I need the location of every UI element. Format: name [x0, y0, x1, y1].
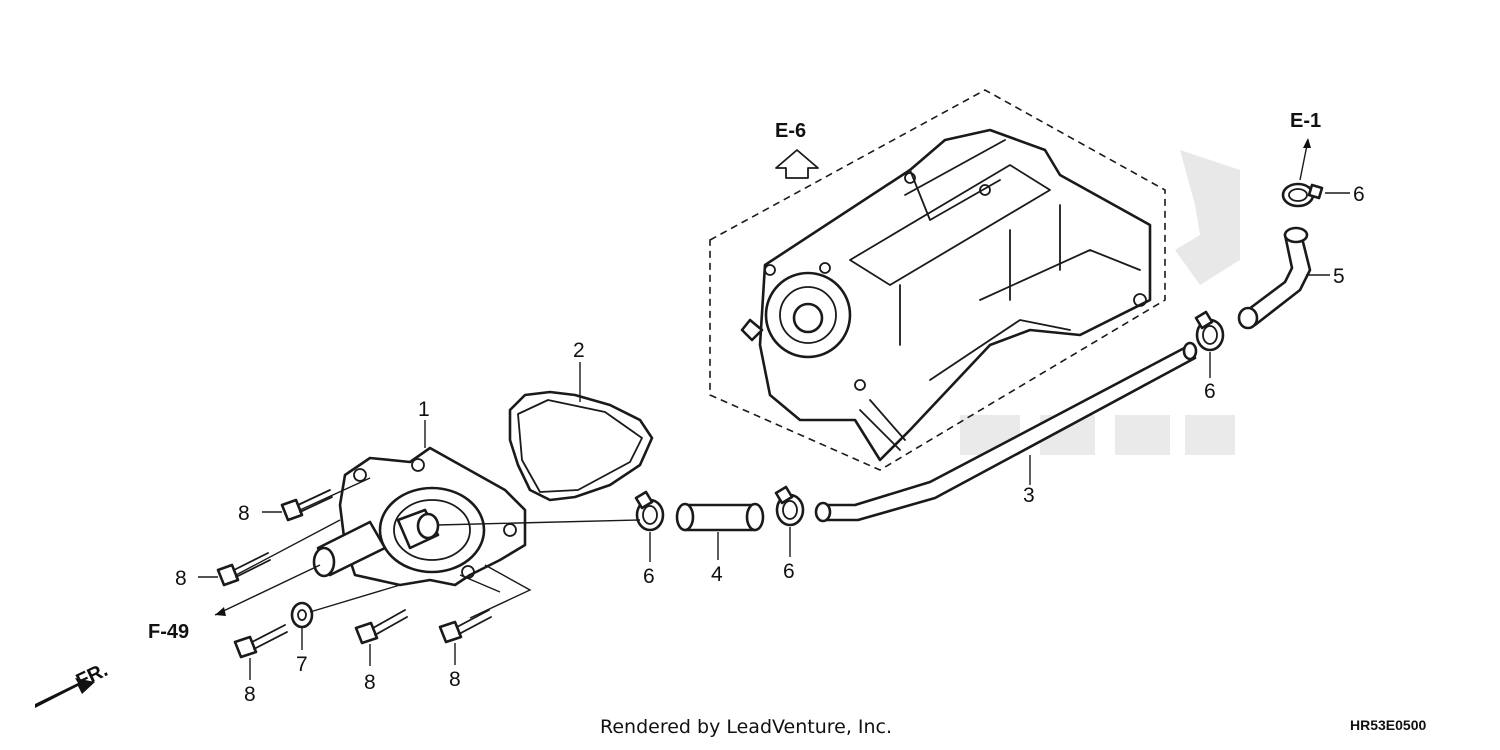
callout-8a: 8 — [238, 502, 250, 525]
callout-2: 2 — [573, 339, 585, 362]
ref-e1-label: E-1 — [1290, 110, 1321, 132]
callout-4: 4 — [711, 563, 723, 586]
callout-5: 5 — [1333, 265, 1345, 288]
bent-hose — [1237, 226, 1312, 330]
callout-6c: 6 — [1204, 380, 1216, 403]
hose-clamp-1 — [634, 490, 665, 532]
arrowhead-icon — [1303, 138, 1311, 148]
water-pump-cover — [312, 446, 527, 587]
front-direction-label: FR. — [73, 659, 111, 693]
engine-crankcase-reference — [709, 89, 1166, 471]
front-direction-arrow-icon — [35, 678, 95, 708]
washer — [290, 601, 314, 629]
callout-6b: 6 — [783, 560, 795, 583]
callout-3: 3 — [1023, 484, 1035, 507]
water-pipe — [814, 341, 1198, 523]
ref-e6-label: E-6 — [775, 120, 806, 142]
brand-watermark — [960, 150, 1240, 455]
water-hose — [675, 502, 765, 532]
credit-text: Rendered by LeadVenture, Inc. — [600, 716, 892, 738]
callout-8e: 8 — [449, 668, 461, 691]
flange-bolt-4 — [354, 609, 408, 645]
callout-6d: 6 — [1353, 183, 1365, 206]
arrow-up-icon — [775, 149, 819, 179]
callout-1: 1 — [418, 398, 430, 421]
flange-bolt-3 — [233, 624, 288, 659]
callout-8d: 8 — [364, 671, 376, 694]
callout-8b: 8 — [175, 567, 187, 590]
hose-clamp-3 — [1194, 310, 1225, 352]
callout-7: 7 — [296, 653, 308, 676]
arrowhead-icon — [215, 607, 226, 616]
diagram-code: HR53E0500 — [1350, 717, 1426, 733]
flange-bolt-1 — [280, 489, 333, 522]
hose-clamp-2 — [774, 485, 805, 527]
flange-bolt-2 — [216, 552, 271, 587]
callout-6a: 6 — [643, 565, 655, 588]
flange-bolt-5 — [438, 609, 492, 644]
ref-f49-label: F-49 — [148, 621, 189, 643]
callout-8c: 8 — [244, 683, 256, 706]
hose-clamp-4 — [1281, 182, 1324, 208]
